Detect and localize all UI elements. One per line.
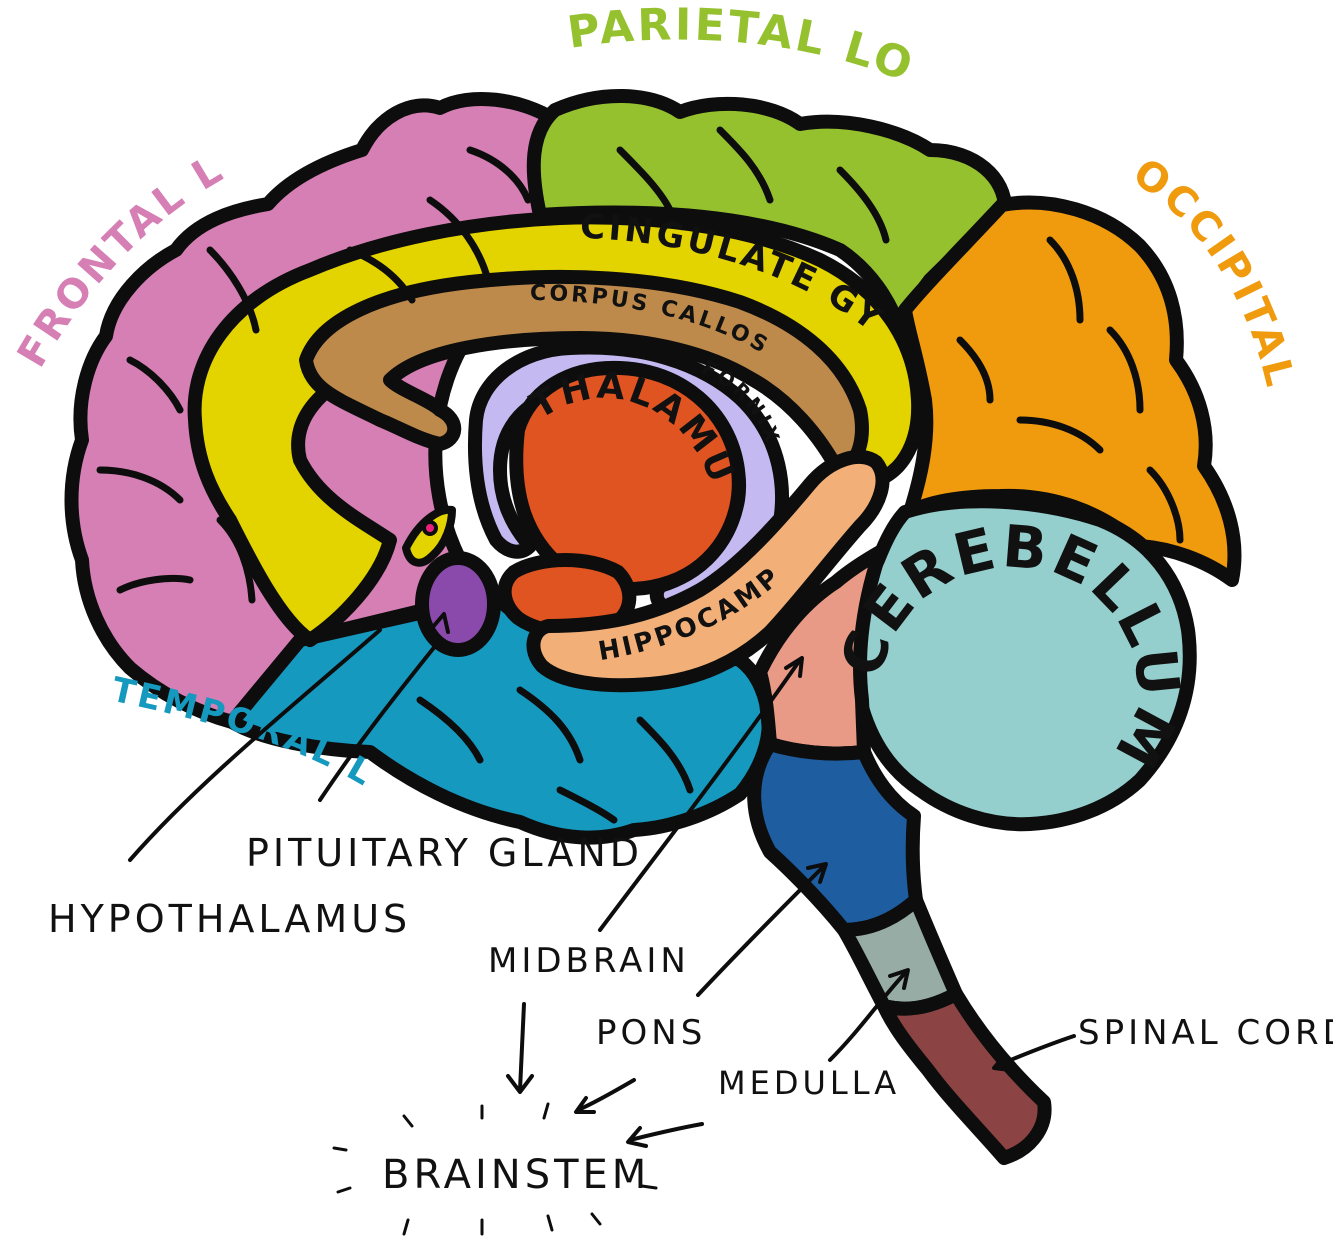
hypothalamus-region: [422, 558, 494, 650]
spinal-cord-region: [884, 994, 1045, 1158]
brainstem-label: BRAINSTEM: [382, 1152, 650, 1198]
hypothalamus-label: HYPOTHALAMUS: [48, 897, 411, 941]
spinal-cord-label: SPINAL CORD: [1078, 1013, 1333, 1053]
medulla-label: MEDULLA: [718, 1064, 900, 1102]
pituitary-dot: [424, 522, 436, 534]
parietal-lobe-label: PARIETAL LOBE: [0, 0, 922, 93]
midbrain-label: MIDBRAIN: [488, 941, 690, 981]
pituitary-gland-label: PITUITARY GLAND: [246, 831, 643, 875]
pons-label: PONS: [596, 1013, 706, 1053]
